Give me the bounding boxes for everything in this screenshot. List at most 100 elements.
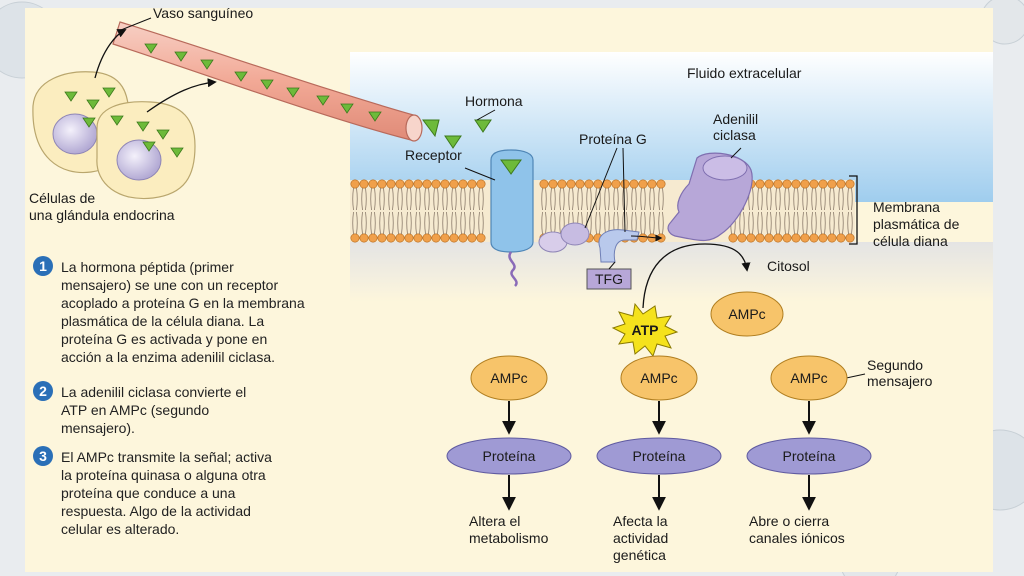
vessel-pointer-line [120,17,152,31]
outcome-label: Altera el metabolismo [469,513,549,546]
phospholipid-tail [451,211,457,235]
phospholipid-head [476,233,486,243]
extracellular-fluid-region [350,52,993,202]
g-protein-label: Proteína G [579,131,647,147]
step-badge-2: 2 [33,381,53,401]
phospholipid-tail [379,211,385,235]
phospholipid-head [548,179,558,189]
g-protein [538,222,640,263]
camp-oval-top [710,291,784,337]
phospholipid-tail [397,211,403,235]
hormone-triangle [286,87,300,98]
phospholipid-tail [793,187,799,211]
phospholipid-head [395,233,405,243]
phospholipid-head [800,233,810,243]
protein-oval [746,437,872,475]
phospholipid-head [836,233,846,243]
phospholipid-head [422,179,432,189]
step-line: mensajero) se une con un receptor [61,277,279,293]
hormone-triangle [136,121,150,132]
protein-oval [596,437,722,475]
hormone-triangle [444,135,462,149]
phospholipid-head [368,179,378,189]
phospholipid-head [620,179,630,189]
phospholipid-tail [469,187,475,211]
phospholipid-head [800,179,810,189]
phospholipid-head [377,233,387,243]
phospholipid-tail [811,187,817,211]
pathway-3: AMPc Proteína Abre o cierra canales ióni… [746,355,872,546]
phospholipid-head [746,233,756,243]
hormone-triangle [234,71,248,82]
phospholipid-tail [595,211,601,235]
phospholipid-head [359,179,369,189]
camp-label: AMPc [490,370,527,386]
phospholipid-tail [361,211,367,235]
step-3-text: El AMPc transmite la señal; activa la pr… [61,448,272,538]
phospholipid-tail [352,211,358,235]
phospholipid-tail [550,187,556,211]
step-line: plasmática de la célula diana. La [61,313,265,329]
step-line: ATP en AMPc (segundo [61,402,210,418]
phospholipid-head [431,233,441,243]
camp-label-top: AMPc [728,306,765,322]
phospholipid-tail [370,211,376,235]
phospholipid-head [557,179,567,189]
camp-label: AMPc [790,370,827,386]
phospholipid-tail [847,187,853,211]
phospholipid-tail [442,211,448,235]
phospholipid-head [386,179,396,189]
atp-label: ATP [632,322,659,338]
phospholipid-tail [658,187,664,211]
phospholipid-head [782,179,792,189]
phospholipid-head [413,233,423,243]
phospholipid-head [782,233,792,243]
phospholipid-head [440,233,450,243]
step-line: proteína G es activada y pone en [61,331,268,347]
phospholipid-head [656,179,666,189]
phospholipid-tail [460,211,466,235]
phospholipid-head [386,233,396,243]
hormone-triangle [170,147,184,158]
cyclase-pointer-line [730,147,742,159]
phospholipid-tail [433,211,439,235]
pathway-1: AMPc Proteína Altera el metabolismo [446,355,572,546]
phospholipid-head [404,233,414,243]
phospholipid-tail [748,211,754,235]
step-2-text: La adenilil ciclasa convierte el ATP en … [61,383,246,437]
step-1-text: La hormona péptida (primer mensajero) se… [61,258,305,366]
cytosol-label: Citosol [767,258,810,274]
phospholipid-head [764,233,774,243]
phospholipid-tail [631,187,637,211]
hormone-triangle [368,111,382,122]
pathway-2: AMPc Proteína Afecta la actividad genéti… [596,355,722,563]
phospholipid-tail [838,187,844,211]
phospholipid-tail [451,187,457,211]
hormone-triangle [156,129,170,140]
phospholipid-head [638,179,648,189]
phospholipid-head [413,179,423,189]
outcome-label: Abre o cierra canales iónicos [749,513,845,546]
camp-oval [770,355,848,401]
step-line: acción a la enzima adenilil ciclasa. [61,349,275,365]
gtp-pointer-line [608,261,616,270]
receptor-pointer-line [464,167,496,181]
hormone-pointer-line [476,109,496,121]
phospholipid-tail [766,187,772,211]
hormone-triangle [102,87,116,98]
phospholipid-tail [577,187,583,211]
phospholipid-tail [829,211,835,235]
hormone-triangle [340,103,354,114]
step-badge-3: 3 [33,446,53,466]
phospholipid-tail [784,211,790,235]
phospholipid-tail [415,211,421,235]
phospholipid-tail [424,211,430,235]
phospholipid-tail [658,211,664,235]
hormone-label: Hormona [465,93,523,109]
phospholipid-tail [478,187,484,211]
phospholipid-head [611,179,621,189]
blood-vessel-end [405,114,423,142]
protein-label: Proteína [633,448,686,464]
phospholipid-head [584,179,594,189]
step-line: La hormona péptida (primer [61,259,234,275]
